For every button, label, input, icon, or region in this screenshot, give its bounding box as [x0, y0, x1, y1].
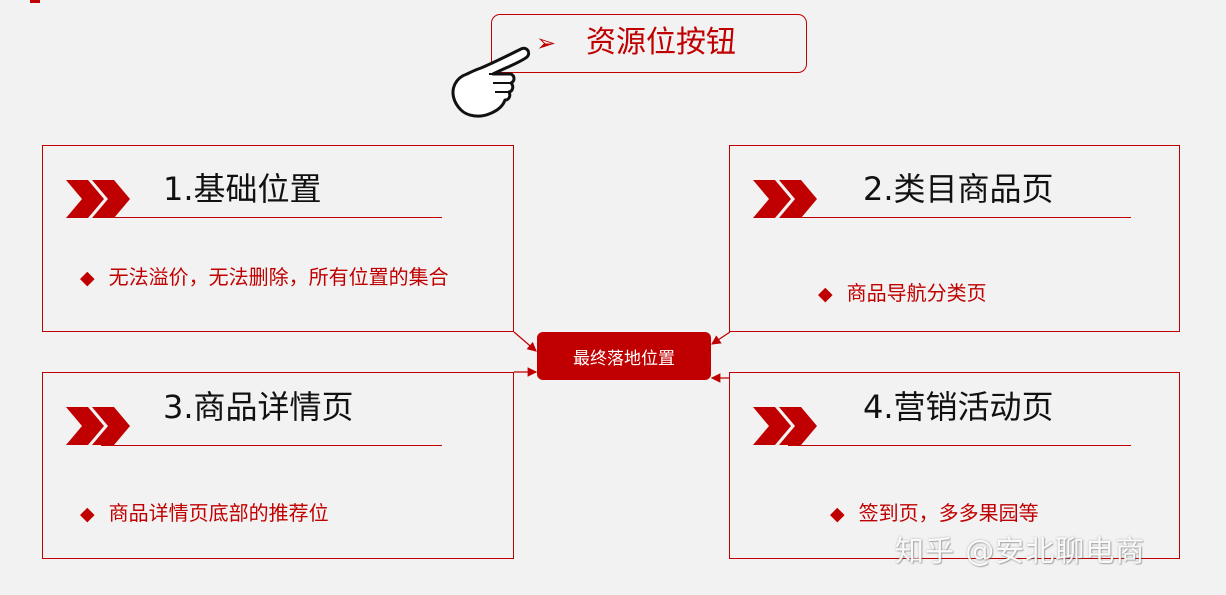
card-divider	[101, 445, 442, 446]
final-landing-position-node: 最终落地位置	[537, 332, 711, 380]
diamond-bullet-icon: ◆	[80, 503, 95, 525]
watermark: 知乎 @安北聊电商	[895, 534, 1146, 568]
card-divider	[788, 445, 1131, 446]
card-product-detail: 3.商品详情页 ◆ 商品详情页底部的推荐位	[42, 372, 514, 559]
card-bullet-text: 签到页，多多果园等	[858, 501, 1039, 525]
corner-accent-mark	[30, 0, 40, 3]
diamond-bullet-icon: ◆	[80, 267, 95, 289]
pointing-hand-icon	[451, 46, 531, 118]
center-label: 最终落地位置	[573, 348, 675, 369]
header-title: 资源位按钮	[586, 25, 736, 60]
chevron-double-right-icon	[66, 407, 130, 445]
card-title: 1.基础位置	[163, 170, 322, 208]
card-title: 2.类目商品页	[863, 170, 1054, 208]
card-bullet: ◆ 签到页，多多果园等	[830, 500, 1039, 527]
card-bullet: ◆ 商品详情页底部的推荐位	[80, 500, 329, 527]
chevron-double-right-icon	[753, 180, 817, 218]
card-basic-position: 1.基础位置 ◆ 无法溢价，无法删除，所有位置的集合	[42, 145, 514, 332]
connector-card2	[711, 331, 731, 345]
card-title: 3.商品详情页	[163, 388, 354, 426]
card-marketing-page: 4.营销活动页 ◆ 签到页，多多果园等	[729, 372, 1180, 559]
card-bullet-text: 商品详情页底部的推荐位	[108, 501, 329, 525]
card-bullet: ◆ 商品导航分类页	[818, 280, 987, 307]
header-title-box: ➢ 资源位按钮	[491, 14, 807, 73]
card-divider	[101, 217, 442, 218]
card-divider	[788, 217, 1131, 218]
chevron-double-right-icon	[753, 407, 817, 445]
card-category-page: 2.类目商品页 ◆ 商品导航分类页	[729, 145, 1180, 332]
card-bullet-text: 无法溢价，无法删除，所有位置的集合	[108, 265, 449, 289]
card-bullet-text: 商品导航分类页	[846, 281, 987, 305]
diamond-bullet-icon: ◆	[830, 503, 845, 525]
connector-card1	[513, 331, 537, 352]
card-title: 4.营销活动页	[863, 388, 1054, 426]
card-bullet: ◆ 无法溢价，无法删除，所有位置的集合	[80, 264, 449, 291]
chevron-double-right-icon	[66, 180, 130, 218]
arrow-icon: ➢	[536, 29, 557, 57]
diamond-bullet-icon: ◆	[818, 283, 833, 305]
